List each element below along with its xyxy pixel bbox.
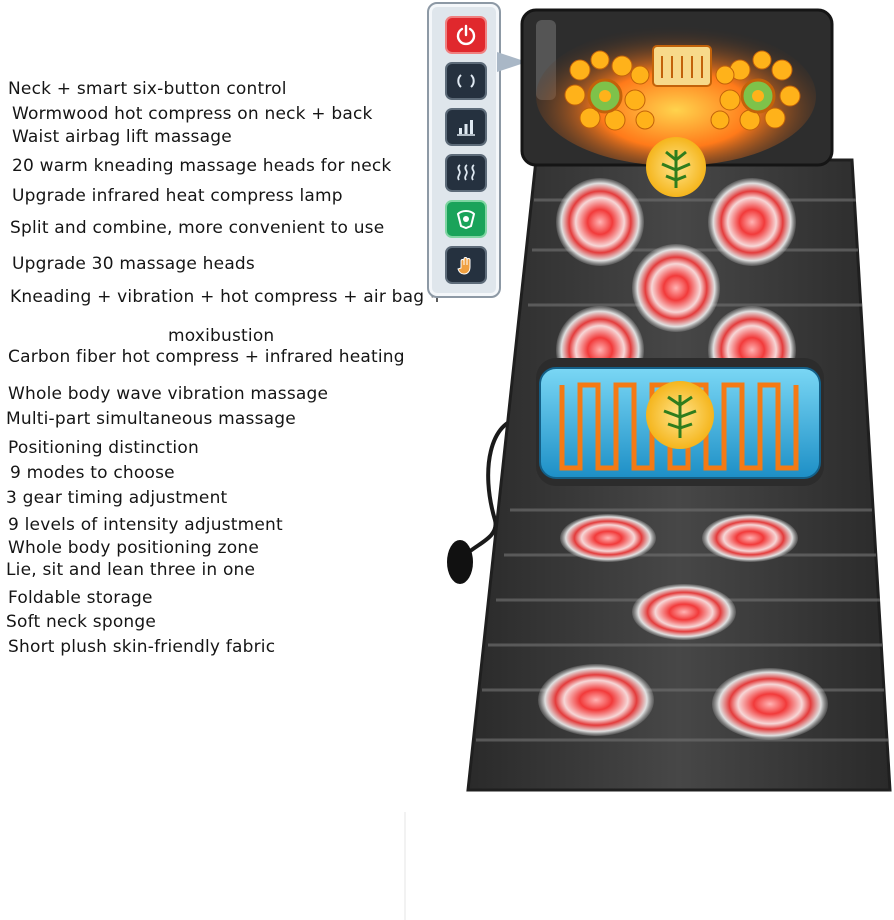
feature-item: Positioning distinction <box>8 438 199 458</box>
remote-pointer-arrow <box>497 52 527 72</box>
feature-item: 20 warm kneading massage heads for neck <box>12 156 392 176</box>
feature-item: Lie, sit and lean three in one <box>6 560 256 580</box>
remote-control <box>427 2 501 298</box>
feature-item: Waist airbag lift massage <box>12 127 232 147</box>
heat-waves-icon <box>457 164 475 181</box>
feature-list: Neck + smart six-button control Wormwood… <box>0 0 444 680</box>
feature-item: Neck + smart six-button control <box>8 79 287 99</box>
feature-item: moxibustion <box>168 326 275 346</box>
mode-cycle-icon <box>457 74 475 88</box>
massage-mat-illustration <box>447 8 892 792</box>
feature-item: Whole body wave vibration massage <box>8 384 329 404</box>
feature-item: Upgrade 30 massage heads <box>12 254 255 274</box>
feature-item: Multi-part simultaneous massage <box>6 409 296 429</box>
feature-item: Upgrade infrared heat compress lamp <box>12 186 343 206</box>
feature-item: Carbon fiber hot compress + infrared hea… <box>8 347 405 367</box>
intensity-bars-icon <box>457 120 475 136</box>
mode-button[interactable] <box>445 62 487 100</box>
feature-item: 9 modes to choose <box>10 463 175 483</box>
feature-item: Split and combine, more convenient to us… <box>10 218 385 238</box>
heat-button[interactable] <box>445 154 487 192</box>
power-button[interactable] <box>445 16 487 54</box>
neck-massage-button[interactable] <box>445 200 487 238</box>
feature-item: 3 gear timing adjustment <box>6 488 228 508</box>
intensity-button[interactable] <box>445 108 487 146</box>
feature-item: Whole body positioning zone <box>8 538 260 558</box>
feature-item: Wormwood hot compress on neck + back <box>12 104 373 124</box>
neck-massage-icon <box>456 210 476 230</box>
feature-item: 9 levels of intensity adjustment <box>8 515 283 535</box>
feature-item: Soft neck sponge <box>6 612 157 632</box>
feature-item: Foldable storage <box>8 588 153 608</box>
massage-mat <box>440 0 894 820</box>
power-icon <box>456 24 476 46</box>
feature-item: Short plush skin-friendly fabric <box>8 637 276 657</box>
hand-touch-icon <box>457 257 471 275</box>
hand-mode-button[interactable] <box>445 246 487 284</box>
feature-item: Kneading + vibration + hot compress + ai… <box>10 287 445 307</box>
air-pump-bulb <box>447 540 473 584</box>
divider-line <box>404 812 406 920</box>
